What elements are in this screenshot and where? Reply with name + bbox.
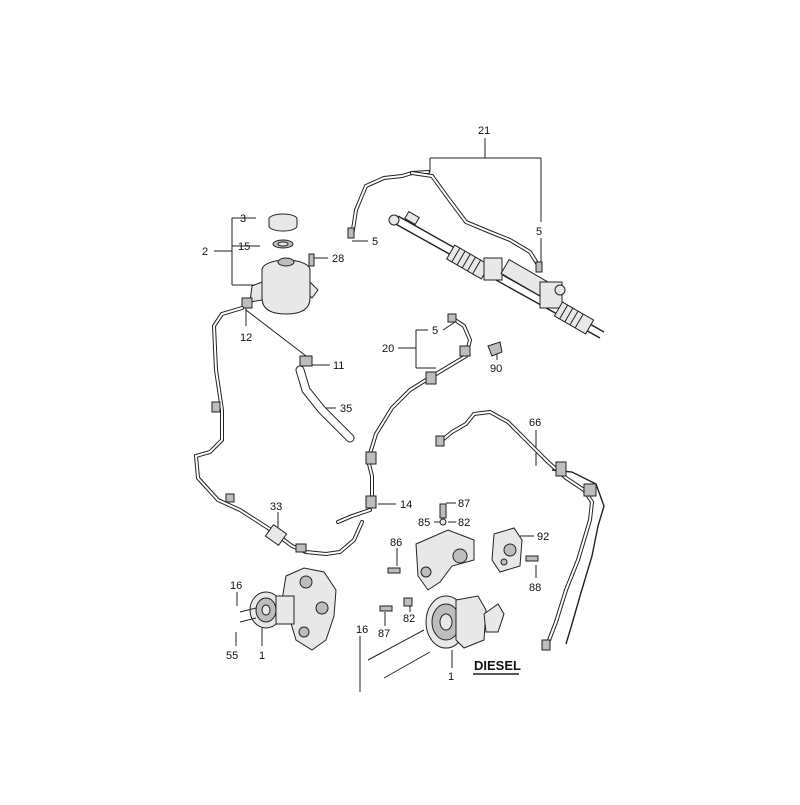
callout-5-rack: 5 xyxy=(536,226,542,238)
callout-82-top: 82 xyxy=(458,517,470,529)
reservoir xyxy=(241,213,319,315)
callout-87-lower: 87 xyxy=(378,628,390,640)
callout-3: 3 xyxy=(240,213,246,225)
variant-label-diesel: DIESEL xyxy=(474,658,521,673)
callout-5-hose: 5 xyxy=(372,236,378,248)
callout-86: 86 xyxy=(390,537,402,549)
pump-assembly-diesel xyxy=(367,503,539,679)
callout-16-diesel: 16 xyxy=(356,624,368,636)
pressure-hose-21 xyxy=(347,170,543,273)
callout-12: 12 xyxy=(240,332,252,344)
callout-11: 11 xyxy=(333,360,344,372)
callout-92: 92 xyxy=(537,531,549,543)
callout-82-lower: 82 xyxy=(403,613,415,625)
callout-15: 15 xyxy=(238,241,250,253)
pump-assembly-gas xyxy=(239,567,337,651)
callout-66: 66 xyxy=(529,417,541,429)
callout-55: 55 xyxy=(226,650,238,662)
leader-lines xyxy=(214,138,542,692)
pressure-hose-20 xyxy=(365,313,503,509)
hose-35 xyxy=(295,355,355,443)
callout-35: 35 xyxy=(340,403,352,415)
steering-rack xyxy=(388,210,605,339)
callout-21: 21 xyxy=(478,125,490,137)
callout-87-top: 87 xyxy=(458,498,470,510)
callout-28: 28 xyxy=(332,253,344,265)
callout-5-mid: 5 xyxy=(432,325,438,337)
callout-88: 88 xyxy=(529,582,541,594)
callout-90: 90 xyxy=(490,363,502,375)
callout-1-diesel: 1 xyxy=(448,671,454,683)
callout-20: 20 xyxy=(382,343,394,355)
callout-16-gas: 16 xyxy=(230,580,242,592)
callout-33: 33 xyxy=(270,501,282,513)
cooler-line-66 xyxy=(435,409,605,651)
callout-14: 14 xyxy=(400,499,412,511)
callout-labels: 21 5 5 3 2 15 28 12 11 35 5 20 90 66 14 … xyxy=(202,125,549,683)
return-hoses xyxy=(193,306,372,557)
callout-2: 2 xyxy=(202,246,208,258)
callout-85: 85 xyxy=(418,517,430,529)
callout-1-gas: 1 xyxy=(259,650,265,662)
